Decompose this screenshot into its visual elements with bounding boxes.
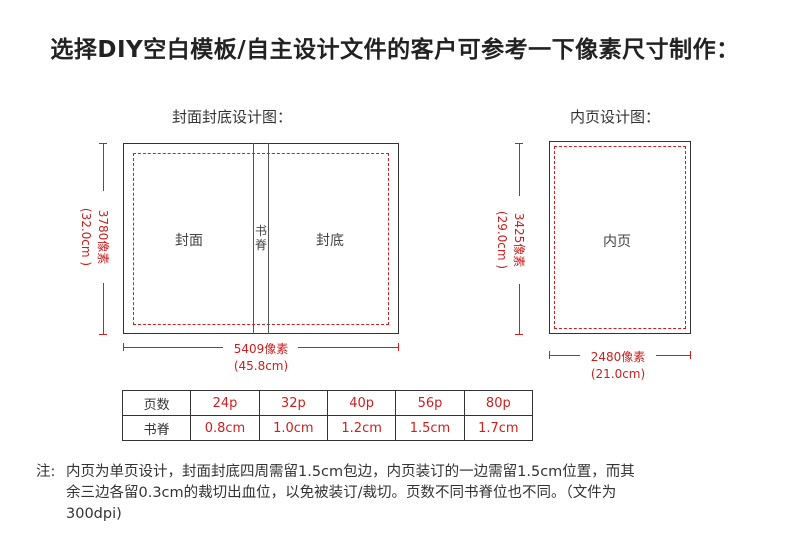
note-prefix: 注: — [36, 464, 56, 480]
spine-spec-table: 页数 24p 32p 40p 56p 80p 书脊 0.8cm 1.0cm 1.… — [121, 390, 534, 441]
table-cell-pages: 80p — [463, 390, 534, 416]
table-header-pages: 页数 — [121, 390, 192, 416]
inner-width-line-right — [656, 355, 691, 356]
inner-width-tick-right — [690, 351, 691, 359]
inner-height-line-top — [519, 143, 520, 196]
front-cover-label: 封面 — [175, 233, 203, 249]
table-cell-spine: 1.2cm — [326, 415, 397, 441]
spine-label-char-1: 书 — [254, 224, 267, 238]
table-cell-pages: 40p — [326, 390, 397, 416]
cover-width-px: 5409像素 — [233, 342, 289, 356]
cover-panel — [123, 143, 399, 334]
cover-height-line-top — [103, 143, 104, 191]
cover-height-tick-bottom — [99, 334, 107, 335]
table-row-pages: 页数 24p 32p 40p 56p 80p — [121, 390, 534, 416]
inner-width-line-left — [549, 355, 580, 356]
inner-width-px: 2480像素 — [590, 350, 646, 364]
cover-bleed-line — [133, 153, 389, 325]
table-cell-pages: 56p — [395, 390, 465, 416]
spine-right-line — [268, 143, 269, 334]
cover-heading: 封面封底设计图： — [172, 108, 293, 126]
cover-height-line-bottom — [103, 283, 104, 334]
inner-height-cm: (29.0cm ) — [495, 210, 509, 270]
table-cell-spine: 1.7cm — [463, 415, 534, 441]
spine-left-line — [253, 143, 254, 334]
cover-width-line-left — [123, 347, 223, 348]
table-cell-spine: 0.8cm — [190, 415, 260, 441]
inner-height-px: 3425像素 — [512, 212, 526, 268]
page-title: 选择DIY空白模板/自主设计文件的客户可参考一下像素尺寸制作： — [50, 37, 740, 63]
inner-heading: 内页设计图： — [570, 108, 661, 126]
inner-page-label: 内页 — [603, 234, 631, 250]
inner-bleed-line — [554, 146, 686, 329]
table-cell-pages: 32p — [258, 390, 328, 416]
cover-width-tick-right — [398, 343, 399, 351]
cover-width-cm: (45.8cm) — [233, 359, 289, 373]
spine-label-char-2: 脊 — [254, 238, 267, 252]
table-cell-spine: 1.5cm — [395, 415, 465, 441]
note-text: 内页为单页设计，封面封底四周需留1.5cm包边，内页装订的一边需留1.5cm位置… — [66, 462, 766, 525]
table-row-spine: 书脊 0.8cm 1.0cm 1.2cm 1.5cm 1.7cm — [121, 415, 534, 441]
inner-height-line-bottom — [519, 284, 520, 334]
cover-height-px: 3780像素 — [96, 209, 110, 265]
back-cover-label: 封底 — [316, 233, 344, 249]
inner-width-cm: (21.0cm) — [590, 367, 646, 381]
note-line-2: 余三边各留0.3cm的裁切出血位，以免被装订/裁切。页数不同书脊位也不同。（文件… — [66, 485, 617, 501]
cover-width-line-right — [298, 347, 399, 348]
table-cell-spine: 1.0cm — [258, 415, 328, 441]
table-cell-pages: 24p — [190, 390, 260, 416]
note-line-3: 300dpi) — [66, 506, 122, 522]
inner-panel — [549, 141, 691, 334]
cover-height-cm: (32.0cm ) — [79, 207, 93, 267]
table-header-spine: 书脊 — [121, 415, 192, 441]
inner-height-tick-bottom — [515, 334, 523, 335]
note-line-1: 内页为单页设计，封面封底四周需留1.5cm包边，内页装订的一边需留1.5cm位置… — [66, 464, 635, 480]
spine-label: 书 脊 — [254, 224, 268, 252]
